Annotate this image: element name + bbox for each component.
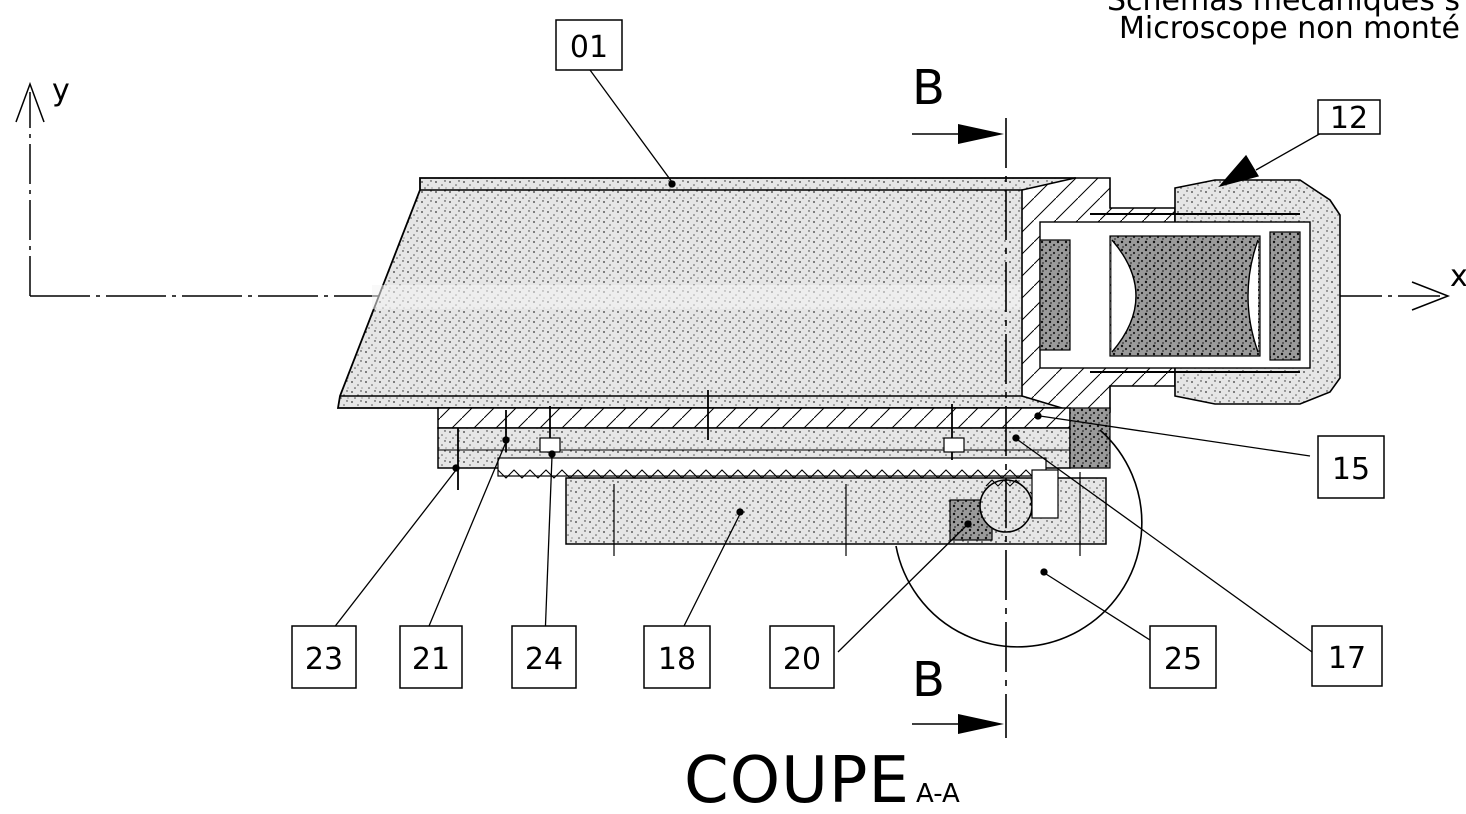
callout-18: 18 xyxy=(658,642,696,677)
rail-end-block xyxy=(1069,407,1111,469)
x-axis-arrow xyxy=(1411,281,1451,311)
callouts: 01 12 15 17 23 21 24 18 20 25 xyxy=(291,19,1385,689)
section-title: COUPE xyxy=(684,744,910,814)
callout-12-box xyxy=(1317,99,1381,135)
leader-lines xyxy=(325,69,1331,653)
header-line-2: Microscope non monté xyxy=(1119,11,1460,46)
lens-curve-right xyxy=(1247,239,1259,353)
section-line-b-b: B B xyxy=(912,60,1007,738)
callout-01: 01 xyxy=(570,30,608,65)
y-axis-arrow xyxy=(15,81,45,123)
pinion-bracket xyxy=(1031,469,1059,519)
callout-17-box xyxy=(1311,625,1383,687)
section-label-bottom: B xyxy=(912,652,945,708)
rack-gear-24 xyxy=(497,457,1047,477)
slide-assembly xyxy=(437,390,1111,490)
callout-17: 17 xyxy=(1328,641,1366,676)
x-axis-label: x xyxy=(1450,259,1466,294)
callout-23-box xyxy=(291,625,357,689)
nut-left xyxy=(539,437,561,453)
callout-15: 15 xyxy=(1332,452,1370,487)
header-line-1: Schémas mécaniques s xyxy=(1107,0,1460,18)
callout-21-box xyxy=(399,625,463,689)
callout-21: 21 xyxy=(412,642,450,677)
callout-24: 24 xyxy=(525,642,563,677)
callout-15-box xyxy=(1317,435,1385,499)
nut-right xyxy=(943,437,965,453)
callout-01-box xyxy=(555,19,623,71)
section-label-top: B xyxy=(912,60,945,116)
callout-12: 12 xyxy=(1330,101,1368,136)
section-arrow-top-head xyxy=(958,124,1004,144)
callout-20: 20 xyxy=(783,642,821,677)
lens-block-right xyxy=(1269,231,1301,361)
callout-24-box xyxy=(511,625,577,689)
callout-25: 25 xyxy=(1164,642,1202,677)
tube-body xyxy=(336,177,1076,409)
callout-23: 23 xyxy=(305,642,343,677)
callout-25-box xyxy=(1149,625,1217,689)
callout-18-box xyxy=(643,625,711,689)
tube-center-band xyxy=(372,285,1072,309)
lens-block-left xyxy=(1039,239,1071,351)
slide-plate-15 xyxy=(437,407,1071,429)
detail-circle-25 xyxy=(895,429,1143,648)
eyepiece-housing xyxy=(1021,177,1341,413)
lens-curve-left xyxy=(1111,239,1137,353)
callout-20-box xyxy=(769,625,835,689)
y-axis-label: y xyxy=(52,73,70,108)
section-arrow-bottom-head xyxy=(958,714,1004,734)
base-assembly xyxy=(565,469,1107,556)
section-subtitle: A-A xyxy=(916,779,960,809)
